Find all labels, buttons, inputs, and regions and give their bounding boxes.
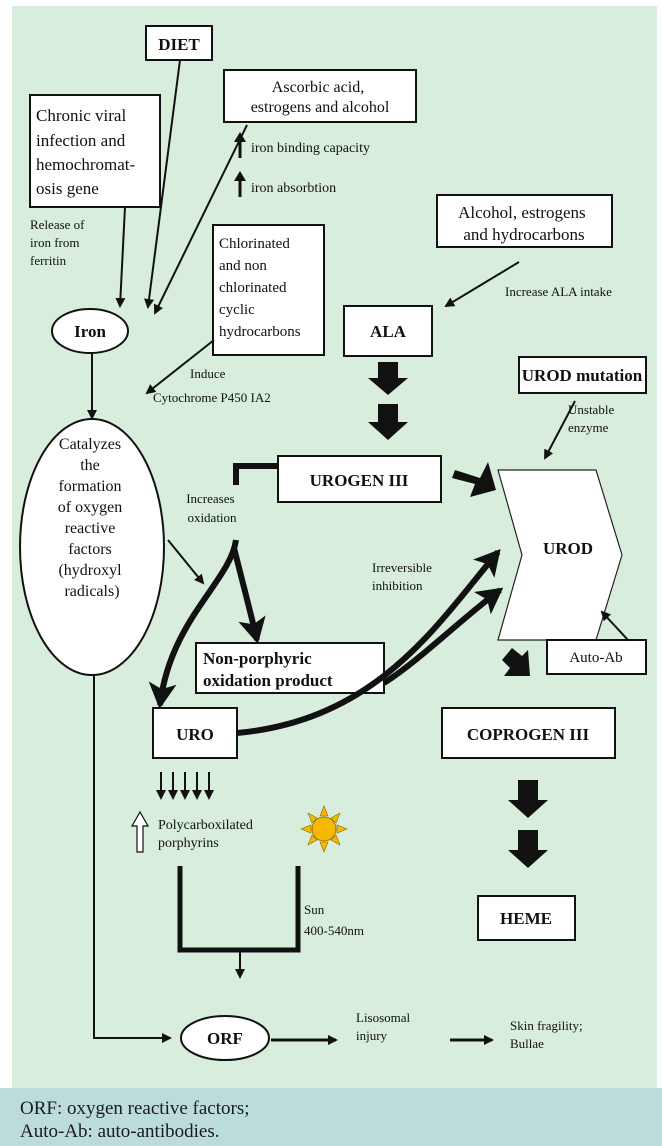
pathway-diagram: DIET Ascorbic acid, estrogens and alcoho…: [12, 6, 657, 1088]
auto-ab-box: [546, 639, 647, 675]
polycarbox-label: Polycarboxilated porphyrins: [158, 818, 256, 851]
chronic-viral-box: [29, 94, 161, 208]
iron-absorption-label: iron absorbtion: [251, 181, 336, 196]
irreversible-label: Irreversible inhibition: [372, 560, 435, 593]
sun-icon: [300, 805, 348, 853]
urogen-box: [277, 455, 442, 503]
urod-label: UROD: [543, 539, 593, 558]
catalyzes-to-orf-arrow: [93, 675, 172, 1043]
legend-caption: ORF: oxygen reactive factors; Auto-Ab: a…: [0, 1088, 662, 1146]
catalyzes-label: Catalyzes the formation of oxygen reacti…: [58, 436, 126, 600]
thin-arrows: [87, 59, 629, 979]
ascorbic-acid-label: Ascorbic acid, estrogens and alcohol: [251, 79, 390, 116]
sun-bracket: [177, 866, 301, 953]
ala-label: ALA: [370, 322, 407, 341]
sun-label: Sun 400-540nm: [304, 902, 364, 938]
block-arrows: [368, 362, 548, 868]
non-porphyric-label: Non-porphyric oxidation product: [203, 649, 333, 690]
heme-box: [477, 895, 576, 941]
chlorinated-label: Chlorinated and non chlorinated cyclic h…: [219, 236, 301, 340]
diet-label: DIET: [158, 35, 200, 54]
orf-label: ORF: [207, 1029, 243, 1048]
ascorbic-acid-box: [223, 69, 417, 123]
chlorinated-box: [212, 224, 325, 356]
iron-binding-up-arrow-head: [234, 132, 246, 142]
orf-node: [180, 1015, 270, 1061]
skin-fragility-label: Skin fragility; Bullae: [510, 1018, 586, 1051]
ala-box: [343, 305, 433, 357]
increase-hollow-arrow: [130, 810, 150, 853]
iron-node: [51, 308, 129, 354]
increases-oxidation-label: Increases oxidation: [186, 491, 238, 525]
auto-ab-label: Auto-Ab: [569, 650, 622, 666]
iron-absorption-up-arrow-head: [234, 171, 246, 181]
urod-mutation-label: UROD mutation: [522, 366, 643, 385]
thick-curve-arrows: [148, 463, 504, 736]
iron-binding-label: iron binding capacity: [251, 141, 370, 156]
uro-label: URO: [176, 725, 214, 744]
non-porphyric-box: [195, 642, 385, 694]
urod-mutation-box: [518, 356, 647, 394]
heme-label: HEME: [500, 909, 552, 928]
induce-label: Induce: [190, 366, 226, 381]
alcohol-estrogens-box: [436, 194, 613, 248]
cytochrome-label: Cytochrome P450 IA2: [153, 390, 271, 405]
uro-box: [152, 707, 238, 759]
caption-line-1: ORF: oxygen reactive factors;: [20, 1098, 250, 1119]
iron-label: Iron: [74, 322, 106, 341]
coprogen-label: COPROGEN III: [467, 725, 590, 744]
caption-line-2: Auto-Ab: auto-antibodies.: [20, 1121, 220, 1142]
increase-ala-label: Increase ALA intake: [505, 284, 612, 299]
release-iron-label: Release of iron from ferritin: [30, 217, 88, 268]
unstable-enzyme-label: Unstable enzyme: [568, 402, 617, 435]
chronic-viral-label: Chronic viral infection and hemochromat-…: [36, 106, 139, 198]
coprogen-box: [441, 707, 616, 759]
urogen-label: UROGEN III: [310, 471, 409, 490]
alcohol-estrogens-label: Alcohol, estrogens and hydrocarbons: [458, 203, 590, 244]
lisosomal-label: Lisosomal injury: [356, 1010, 413, 1043]
